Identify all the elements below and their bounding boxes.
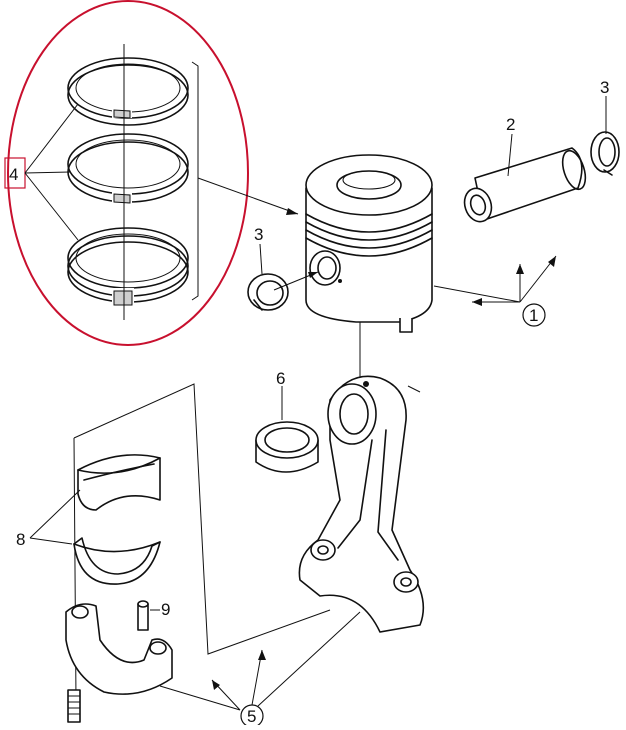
- callout-3-left: 3: [254, 225, 263, 244]
- piston-ring-middle: [67, 133, 189, 204]
- piston-ring-oil: [67, 227, 189, 306]
- circlip-right: [590, 131, 620, 176]
- callout-2: 2: [506, 115, 515, 134]
- dowel-pin: [137, 600, 149, 631]
- rod-bolt: [67, 689, 81, 723]
- callout-1: 1: [529, 306, 538, 325]
- connecting-rod: [298, 375, 425, 633]
- callout-1-circle: [522, 303, 546, 327]
- bearing-shell-upper: [77, 454, 161, 511]
- small-end-bushing: [255, 421, 319, 473]
- piston-pin: [463, 147, 587, 223]
- piston: [305, 154, 433, 333]
- callout-8: 8: [16, 530, 25, 549]
- circlip-left: [247, 273, 289, 311]
- callout-5: 5: [247, 707, 256, 725]
- callout-9: 9: [161, 600, 170, 619]
- piston-ring-top: [67, 57, 189, 126]
- callout-6: 6: [276, 369, 285, 388]
- callout-3-top: 3: [600, 78, 609, 97]
- rod-cap: [65, 603, 173, 695]
- callout-4: 4: [9, 165, 18, 184]
- highlight-ellipse: [7, 0, 249, 346]
- piston-rings: [67, 44, 199, 320]
- bearing-shell-lower: [73, 537, 161, 585]
